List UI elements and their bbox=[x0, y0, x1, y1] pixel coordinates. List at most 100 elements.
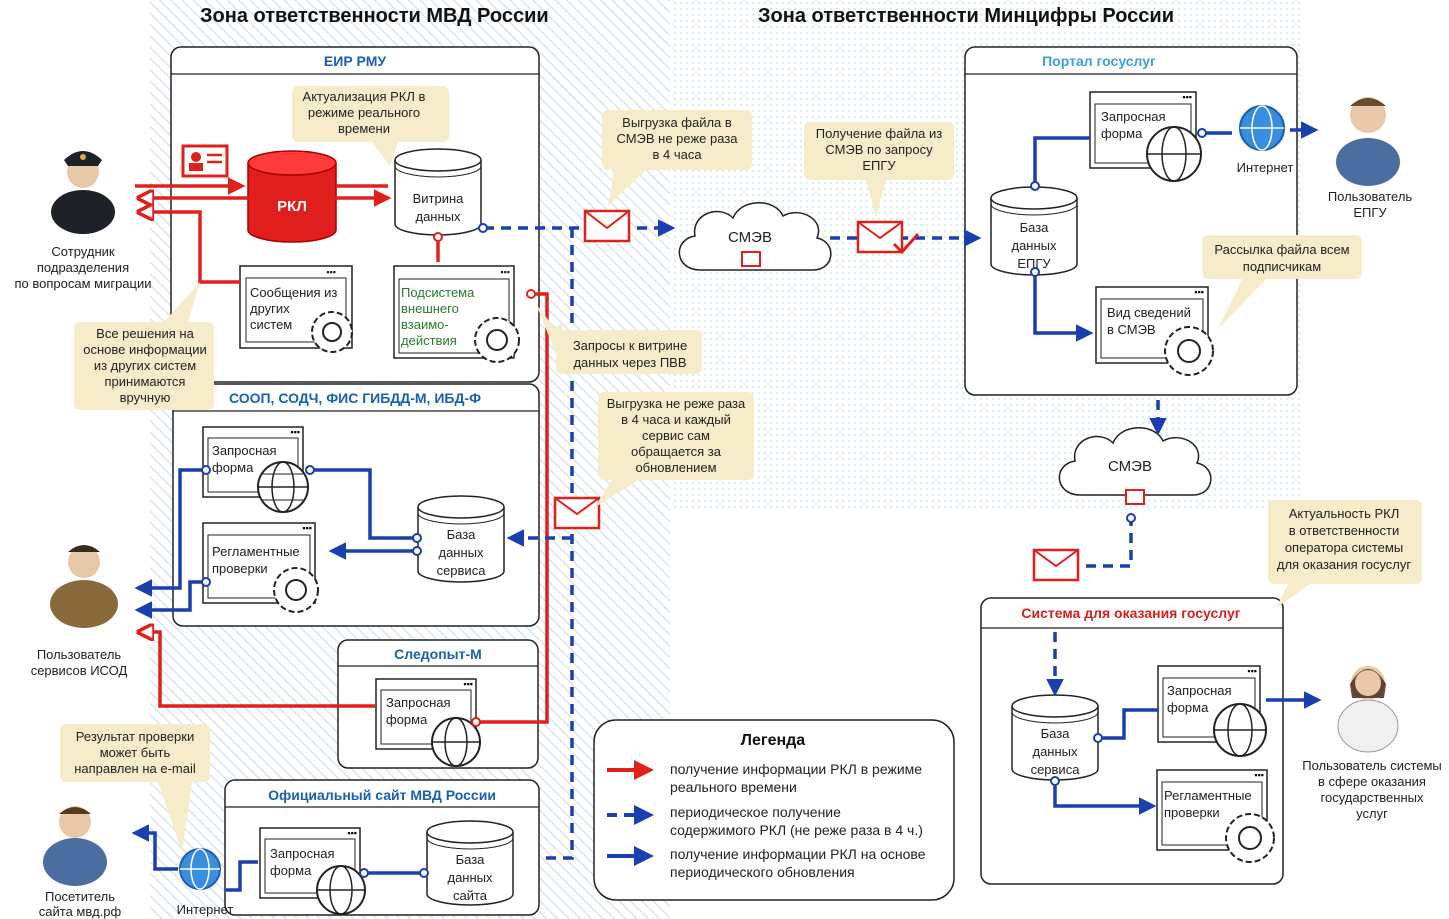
smev-view-line2: в СМЭВ bbox=[1107, 322, 1156, 337]
smev-bottom-label: СМЭВ bbox=[1108, 458, 1152, 475]
epgu-db-line1: База bbox=[1020, 220, 1050, 235]
note-actuality-line1: Актуальность РКЛ bbox=[1289, 506, 1400, 521]
mincifry-zone-title: Зона ответственности Минцифры России bbox=[758, 5, 1174, 27]
globe-icon bbox=[1213, 703, 1267, 757]
legend: Легенда получение информации РКЛ в режим… bbox=[593, 719, 955, 901]
note-email-line1: Результат проверки bbox=[76, 729, 194, 744]
legend-dashed-line2: содержимого РКЛ (не реже раза в 4 ч.) bbox=[670, 822, 923, 838]
epgu-db-line3: ЕПГУ bbox=[1017, 256, 1051, 271]
legend-red-line1: получение информации РКЛ в режиме bbox=[670, 761, 922, 777]
note-manual: Все решения на основе информации из друг… bbox=[74, 282, 214, 410]
note-export-4h: Выгрузка не реже раза в 4 часа и каждый … bbox=[594, 392, 754, 508]
gov-user-avatar bbox=[1337, 666, 1399, 753]
envelope-check-icon bbox=[856, 220, 920, 255]
soop-checks-line1: Регламентные bbox=[212, 544, 300, 559]
site-form-line1: Запросная bbox=[270, 846, 335, 861]
dashed-connectors bbox=[484, 219, 1167, 860]
note-actuality: Актуальность РКЛ в ответственности опера… bbox=[1268, 500, 1422, 608]
blue-connectors bbox=[131, 121, 1322, 892]
isod-line2: сервисов ИСОД bbox=[31, 663, 128, 678]
gov-user-line2: в сфере оказания bbox=[1318, 774, 1426, 789]
note-manual-line5: вручную bbox=[120, 390, 171, 405]
note-pvv: Запросы к витрине данных через ПВВ bbox=[536, 304, 702, 374]
note-export-4h-line2: в 4 часа и каждый bbox=[621, 412, 731, 427]
note-export-smev: Выгрузка файла в СМЭВ не реже раза в 4 ч… bbox=[602, 110, 752, 206]
internet-globe-icon bbox=[179, 848, 221, 890]
connector-dots bbox=[201, 128, 1207, 878]
mail-icon bbox=[741, 251, 761, 267]
subsystem-line2: внешнего bbox=[401, 301, 459, 316]
service-db-line2: данных bbox=[438, 545, 484, 560]
soop-checks-line2: проверки bbox=[212, 561, 268, 576]
note-receive-file: Получение файла из СМЭВ по запросу ЕПГУ bbox=[804, 122, 954, 218]
visitor-line2: сайта мвд.рф bbox=[39, 904, 122, 919]
internet-label-bottom: Интернет bbox=[177, 902, 234, 917]
note-export-4h-line5: обновлением bbox=[635, 460, 716, 475]
sledopyt-form-line1: Запросная bbox=[386, 695, 451, 710]
note-receive-file-line3: ЕПГУ bbox=[862, 158, 896, 173]
gear-icon bbox=[1164, 326, 1214, 376]
note-receive-file-line1: Получение файла из bbox=[816, 126, 943, 141]
globe-icon bbox=[257, 461, 309, 513]
smev-top-label: СМЭВ bbox=[728, 229, 772, 246]
gosusl-db-line3: сервиса bbox=[1031, 762, 1081, 777]
isod-user-avatar bbox=[50, 545, 118, 628]
messages-line1: Сообщения из bbox=[250, 285, 337, 300]
epgu-user-line1: Пользователь bbox=[1328, 189, 1413, 204]
site-title: Официальный сайт МВД России bbox=[268, 787, 496, 803]
note-actualization-line2: режиме реального bbox=[308, 105, 420, 120]
sledopyt-title: Следопыт-М bbox=[394, 646, 482, 662]
note-actualization-line3: времени bbox=[338, 121, 390, 136]
smev-cloud-bottom: СМЭВ bbox=[1058, 427, 1212, 505]
note-manual-line4: принимаются bbox=[105, 374, 186, 389]
internet-label-top: Интернет bbox=[1237, 160, 1294, 175]
note-manual-line3: из других систем bbox=[94, 358, 196, 373]
note-export-smev-line3: в 4 часа bbox=[652, 147, 702, 162]
gosusl-db-line1: База bbox=[1041, 726, 1071, 741]
note-actuality-line3: оператора системы bbox=[1285, 540, 1403, 555]
mvd-zone-title: Зона ответственности МВД России bbox=[200, 5, 549, 27]
subsystem-line1: Подсистема bbox=[401, 285, 475, 300]
note-export-smev-line2: СМЭВ не реже раза bbox=[616, 131, 738, 146]
note-actuality-line4: для оказания госуслуг bbox=[1277, 557, 1412, 572]
gov-user-line3: государственных bbox=[1321, 790, 1424, 805]
legend-blue-line2: периодического обновления bbox=[670, 864, 855, 880]
svg-text:▪▪▪: ▪▪▪ bbox=[463, 679, 473, 689]
internet-globe-icon bbox=[1239, 105, 1285, 151]
gosusl-form-line1: Запросная bbox=[1167, 683, 1232, 698]
site-db-line2: данных bbox=[447, 870, 493, 885]
envelope-icon bbox=[583, 209, 631, 243]
legend-dashed-line1: периодическое получение bbox=[670, 804, 841, 820]
sledopyt-form-window: ▪▪▪ Запросная форма bbox=[375, 678, 477, 750]
smev-view-line1: Вид сведений bbox=[1107, 305, 1191, 320]
rkl-label: РКЛ bbox=[277, 198, 307, 215]
gosusl-form-line2: форма bbox=[1167, 700, 1209, 715]
soop-form-line2: форма bbox=[212, 460, 254, 475]
subsystem-line4: действия bbox=[401, 333, 457, 348]
mail-icon bbox=[1125, 489, 1145, 505]
note-email-line3: направлен на e-mail bbox=[74, 761, 196, 776]
epgu-db-line2: данных bbox=[1011, 238, 1057, 253]
gear-icon bbox=[1225, 813, 1275, 863]
site-form-line2: форма bbox=[270, 863, 312, 878]
visitor-line1: Посетитель bbox=[45, 889, 115, 904]
officer-line1: Сотрудник bbox=[51, 244, 114, 259]
envelope-icon bbox=[1032, 548, 1080, 582]
note-export-4h-line4: обращается за bbox=[631, 444, 722, 459]
svg-text:▪▪▪: ▪▪▪ bbox=[290, 427, 300, 437]
svg-text:▪▪▪: ▪▪▪ bbox=[1194, 287, 1204, 297]
id-card-icon bbox=[181, 144, 229, 178]
subsystem-window: ▪▪▪ Подсистема внешнего взаимо- действия bbox=[393, 265, 515, 359]
gear-icon bbox=[273, 567, 319, 613]
service-db-line3: сервиса bbox=[437, 563, 487, 578]
eir-title: ЕИР РМУ bbox=[324, 53, 386, 69]
epgu-user-line2: ЕПГУ bbox=[1353, 205, 1387, 220]
officer-line3: по вопросам миграции bbox=[14, 276, 151, 291]
note-export-4h-line3: сервис сам bbox=[642, 428, 710, 443]
envelope-icon bbox=[553, 496, 601, 530]
officer-avatar bbox=[51, 151, 115, 234]
service-database: База данных сервиса bbox=[417, 495, 505, 583]
svg-text:▪▪▪: ▪▪▪ bbox=[326, 267, 336, 277]
data-showcase-database: Витрина данных bbox=[394, 148, 482, 236]
note-actualization-line1: Актуализация РКЛ в bbox=[303, 89, 426, 104]
